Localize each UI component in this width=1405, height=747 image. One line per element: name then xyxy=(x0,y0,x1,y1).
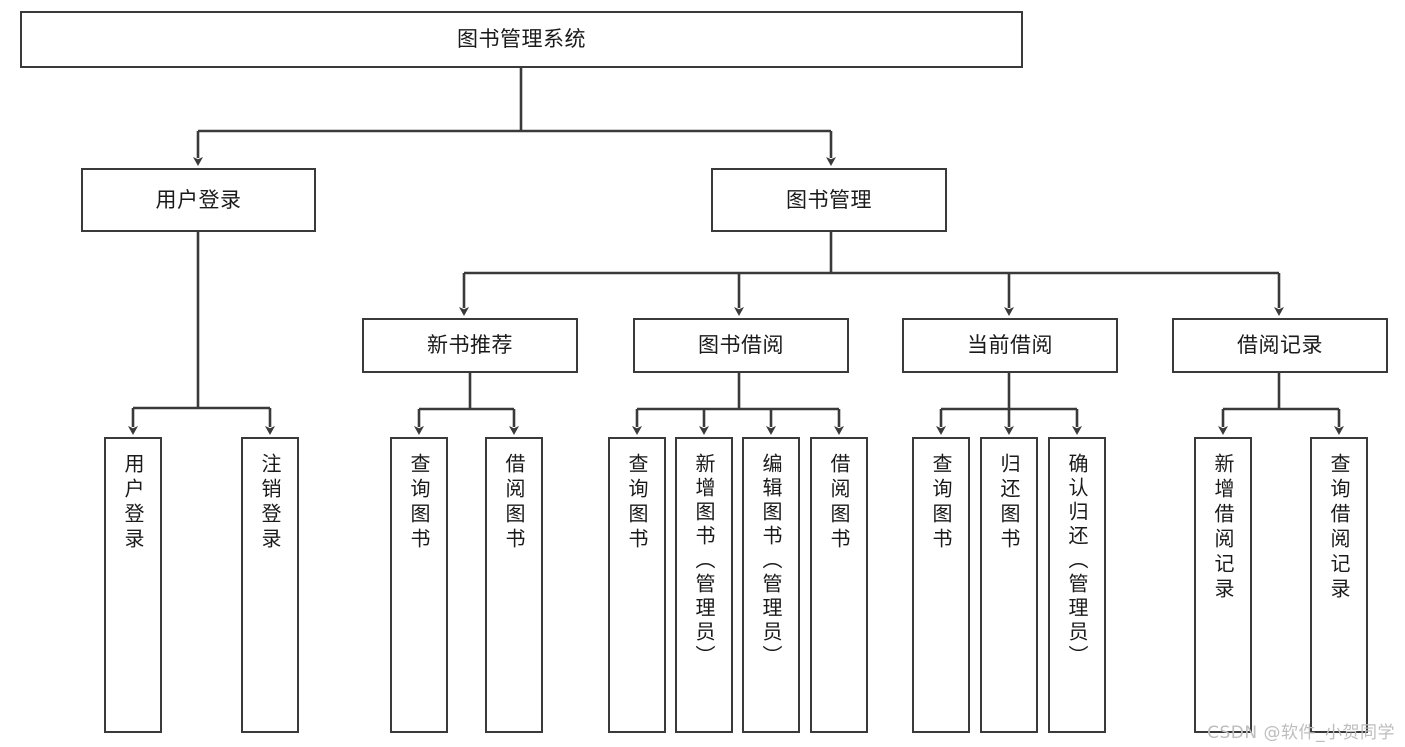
node-leaf-return-book[interactable]: 归还图书 xyxy=(980,437,1038,733)
node-leaf-borrow-book-1[interactable]: 借阅图书 xyxy=(485,437,543,733)
node-user-login-label: 用户登录 xyxy=(155,187,242,212)
node-leaf-query-book-3-label: 查询图书 xyxy=(929,453,953,553)
node-root[interactable]: 图书管理系统 xyxy=(20,11,1023,68)
node-current-borrow-label: 当前借阅 xyxy=(967,333,1053,358)
node-leaf-borrow-book-2[interactable]: 借阅图书 xyxy=(810,437,868,733)
node-leaf-confirm-return-admin[interactable]: 确认归还（管理员） xyxy=(1048,437,1106,733)
node-leaf-add-borrow-record-label: 新增借阅记录 xyxy=(1211,453,1235,603)
node-current-borrow[interactable]: 当前借阅 xyxy=(902,318,1118,373)
node-leaf-edit-book-admin-label: 编辑图书（管理员） xyxy=(759,453,783,669)
watermark-text: CSDN @软件_小贺同学 xyxy=(1207,723,1395,743)
node-leaf-return-book-label: 归还图书 xyxy=(997,453,1021,553)
node-leaf-add-book-admin-label: 新增图书（管理员） xyxy=(692,453,716,669)
node-leaf-query-borrow-record[interactable]: 查询借阅记录 xyxy=(1310,437,1368,733)
node-new-book-recommend[interactable]: 新书推荐 xyxy=(362,318,578,373)
node-borrow-record-label: 借阅记录 xyxy=(1237,333,1323,358)
node-root-label: 图书管理系统 xyxy=(457,27,586,52)
node-leaf-logout-login-label: 注销登录 xyxy=(258,453,282,553)
node-borrow-record[interactable]: 借阅记录 xyxy=(1172,318,1388,373)
node-book-management[interactable]: 图书管理 xyxy=(711,168,947,232)
node-leaf-user-login-label: 用户登录 xyxy=(121,453,145,553)
node-new-book-recommend-label: 新书推荐 xyxy=(427,333,513,358)
node-leaf-query-book-3[interactable]: 查询图书 xyxy=(912,437,970,733)
node-leaf-add-book-admin[interactable]: 新增图书（管理员） xyxy=(675,437,733,733)
node-leaf-add-borrow-record[interactable]: 新增借阅记录 xyxy=(1194,437,1252,733)
node-book-management-label: 图书管理 xyxy=(786,187,872,212)
node-book-borrow[interactable]: 图书借阅 xyxy=(633,318,849,373)
node-leaf-query-book-1-label: 查询图书 xyxy=(407,453,431,553)
node-leaf-borrow-book-2-label: 借阅图书 xyxy=(827,453,851,553)
node-leaf-query-book-1[interactable]: 查询图书 xyxy=(390,437,448,733)
node-leaf-query-book-2-label: 查询图书 xyxy=(625,453,649,553)
node-leaf-edit-book-admin[interactable]: 编辑图书（管理员） xyxy=(742,437,800,733)
node-leaf-query-borrow-record-label: 查询借阅记录 xyxy=(1327,453,1351,603)
node-user-login[interactable]: 用户登录 xyxy=(81,168,316,232)
node-leaf-confirm-return-admin-label: 确认归还（管理员） xyxy=(1065,453,1089,669)
node-leaf-query-book-2[interactable]: 查询图书 xyxy=(608,437,666,733)
node-leaf-logout-login[interactable]: 注销登录 xyxy=(241,437,299,733)
node-book-borrow-label: 图书借阅 xyxy=(698,333,784,358)
node-leaf-user-login[interactable]: 用户登录 xyxy=(104,437,162,733)
node-leaf-borrow-book-1-label: 借阅图书 xyxy=(502,453,526,553)
